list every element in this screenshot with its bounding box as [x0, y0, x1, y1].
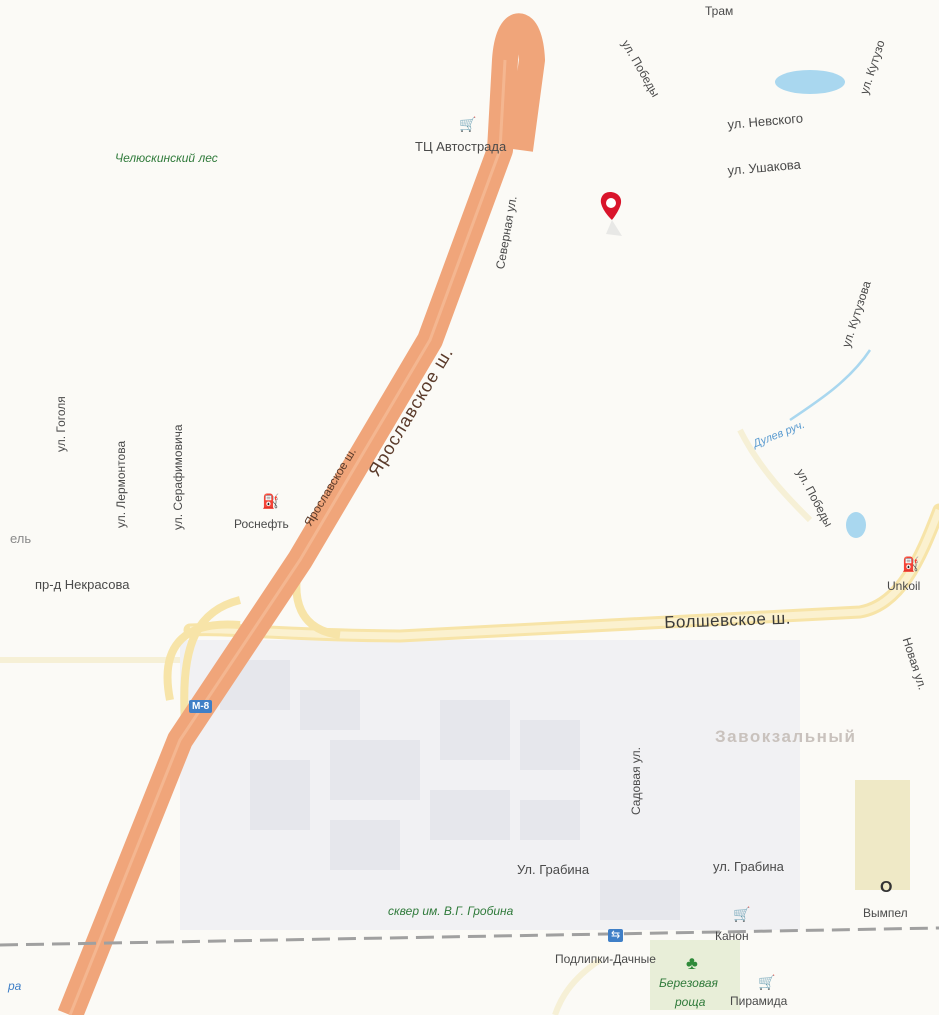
label-grabina-left: Ул. Грабина — [517, 862, 590, 877]
label-left-ra: ра — [8, 979, 22, 993]
label-tram: Трам — [705, 4, 734, 18]
label-grabina-right: ул. Грабина — [713, 859, 784, 874]
stadium-icon[interactable]: O — [880, 879, 893, 896]
label-sadovaya: Садовая ул. — [629, 747, 643, 815]
shop-icon[interactable]: 🛒 — [459, 116, 477, 132]
label-lermontova: ул. Лермонтова — [114, 440, 128, 528]
label-rosneft: Роснефть — [234, 517, 289, 531]
label-kanon: Канон — [715, 929, 749, 943]
label-podlipki: Подлипки-Дачные — [555, 952, 656, 966]
stream — [789, 349, 872, 422]
location-pin-icon[interactable] — [598, 190, 626, 238]
pond-top — [775, 70, 845, 94]
label-chelyuskinsky-forest: Челюскинский лес — [115, 151, 218, 165]
label-tc-avtostrada: ТЦ Автострада — [415, 139, 507, 154]
train-station-icon[interactable]: ⇆ — [608, 929, 624, 942]
pond-mid — [846, 512, 866, 538]
label-nekrasova: пр-д Некрасова — [35, 577, 130, 592]
label-skver: сквер им. В.Г. Гробина — [388, 904, 514, 918]
sports-field — [855, 780, 910, 890]
label-zavokzalny: Завокзальный — [715, 727, 857, 746]
gas-station-icon[interactable]: ⛽ — [262, 493, 280, 509]
label-vympel: Вымпел — [863, 906, 908, 920]
m8-route-shield: М-8 — [189, 700, 213, 713]
label-berezovaya: Березовая — [659, 976, 718, 990]
label-gogolya: ул. Гоголя — [54, 396, 68, 452]
shop-kanon-icon[interactable]: 🛒 — [733, 906, 751, 922]
railway — [0, 926, 939, 947]
label-left-cut: ель — [10, 531, 32, 546]
shop-piramida-icon[interactable]: 🛒 — [758, 974, 776, 990]
buildings — [220, 660, 680, 920]
tree-icon: ♣ — [686, 953, 698, 973]
gas-station-unkoil-icon[interactable]: ⛽ — [902, 556, 920, 572]
minor-roads — [0, 428, 813, 1015]
label-roshcha: роща — [675, 995, 706, 1009]
label-unkoil: Unkoil — [887, 579, 921, 593]
label-piramida: Пирамида — [730, 994, 788, 1008]
park-area — [650, 940, 740, 1010]
label-bolshevskoe: Болшевское ш. — [663, 608, 792, 632]
label-serafimovicha: ул. Серафимовича — [171, 424, 185, 530]
